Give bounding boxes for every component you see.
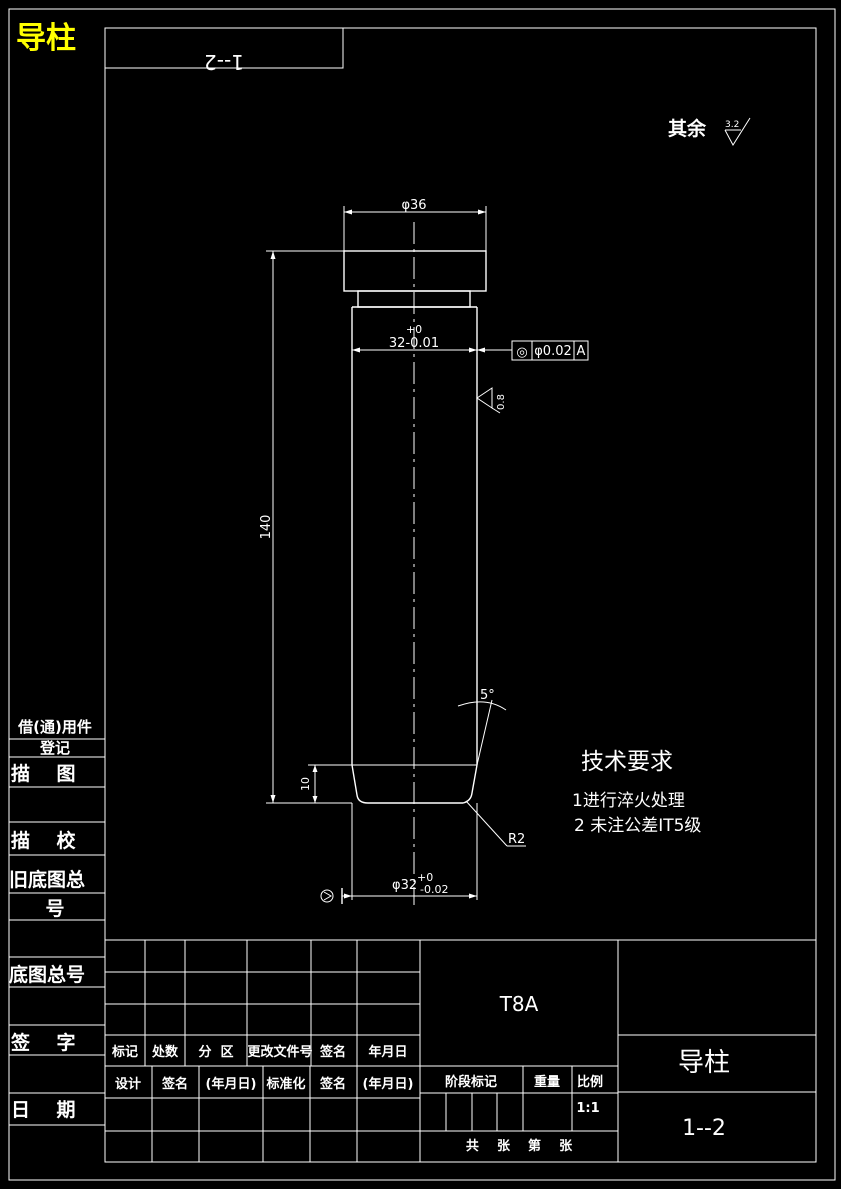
register-label: 登记: [39, 739, 70, 757]
tolerance-frame: ◎ φ0.02 A: [511, 340, 589, 361]
dim-head-diameter: φ36: [343, 198, 487, 251]
roughness-rest-label: 其余: [668, 117, 707, 140]
inner-border: [104, 27, 817, 1163]
old-total-label: 旧底图总: [9, 868, 85, 891]
title-block: [105, 939, 816, 1162]
sign-label: 签 字: [10, 1031, 75, 1054]
dim-taper-angle: 5°: [457, 688, 507, 766]
scale-label: 比例: [577, 1074, 603, 1090]
concentricity-icon: ◎: [516, 345, 527, 360]
material-value: T8A: [499, 992, 539, 1016]
datum-a-icon: [320, 889, 334, 903]
row1-mark: 标记: [111, 1044, 138, 1060]
date-label: 日 期: [11, 1099, 75, 1121]
roughness-surface-icon: 0.8: [476, 387, 507, 414]
row1-zone: 分 区: [198, 1044, 233, 1060]
left-panel: 借(通)用件 登记 描 图 描 校 旧底图总 号 底图总号 签 字 日 期: [9, 718, 105, 1126]
roughness-surface-value: 0.8: [496, 394, 507, 410]
rotated-number-box: [104, 27, 344, 69]
row1-count: 处数: [151, 1044, 179, 1060]
base-total-label: 底图总号: [9, 963, 85, 986]
stage-label: 阶段标记: [445, 1074, 497, 1090]
outer-border: [8, 8, 836, 1181]
dim-body-upper-text: 32-0.01: [389, 336, 439, 351]
weight-label: 重量: [534, 1074, 560, 1090]
dim-body-lower-tol-lower: -0.02: [420, 883, 448, 896]
number-label: 号: [45, 898, 64, 920]
draw-label: 描 图: [11, 762, 75, 785]
tech-requirement-1: 1进行淬火处理: [572, 791, 685, 811]
dim-body-upper: +0 32-0.01: [352, 323, 512, 353]
dim-body-lower-text: φ32: [392, 878, 417, 893]
dim-length-text: 140: [259, 515, 274, 540]
row2-design: 设计: [115, 1076, 141, 1092]
dim-body-upper-tol: +0: [406, 323, 422, 336]
title-block-number: 1--2: [682, 1116, 726, 1141]
title-block-name: 导柱: [678, 1048, 730, 1078]
drawing-title: 导柱: [16, 21, 76, 56]
rotated-drawing-number: 1--2: [204, 50, 244, 74]
dim-chamfer-height: 10: [299, 764, 352, 804]
row2-date-2: (年月日): [363, 1076, 414, 1092]
roughness-rest-value: 3.2: [725, 120, 739, 130]
dim-body-lower: φ32 +0 -0.02: [341, 803, 478, 904]
check-label: 描 校: [11, 829, 76, 852]
dim-radius-text: R2: [508, 832, 525, 847]
roughness-rest-icon: 3.2: [724, 117, 751, 146]
row1-signature: 签名: [319, 1044, 346, 1060]
row1-change-doc: 更改文件号: [247, 1044, 312, 1060]
scale-value: 1:1: [576, 1101, 599, 1116]
row2-date: (年月日): [206, 1076, 257, 1092]
tolerance-datum: A: [577, 344, 586, 359]
tolerance-value: φ0.02: [534, 344, 572, 359]
dim-radius: R2: [465, 800, 526, 847]
row2-signature-2: 签名: [319, 1076, 346, 1092]
dim-chamfer-height-text: 10: [299, 777, 312, 791]
guide-pillar-outline: [343, 250, 487, 804]
tech-requirements-title: 技术要求: [581, 749, 673, 775]
dim-head-diameter-text: φ36: [401, 198, 426, 213]
tech-requirement-2: 2 未注公差IT5级: [574, 816, 701, 836]
row2-standardization: 标准化: [265, 1076, 305, 1092]
dim-length: 140: [259, 250, 352, 804]
dim-taper-angle-text: 5°: [480, 688, 495, 703]
sheets-label: 共 张 第 张: [466, 1138, 573, 1154]
row1-date: 年月日: [368, 1044, 407, 1060]
row2-signature: 签名: [161, 1076, 188, 1092]
dim-body-lower-tol-upper: +0: [417, 871, 433, 884]
borrow-label: 借(通)用件: [17, 718, 92, 736]
